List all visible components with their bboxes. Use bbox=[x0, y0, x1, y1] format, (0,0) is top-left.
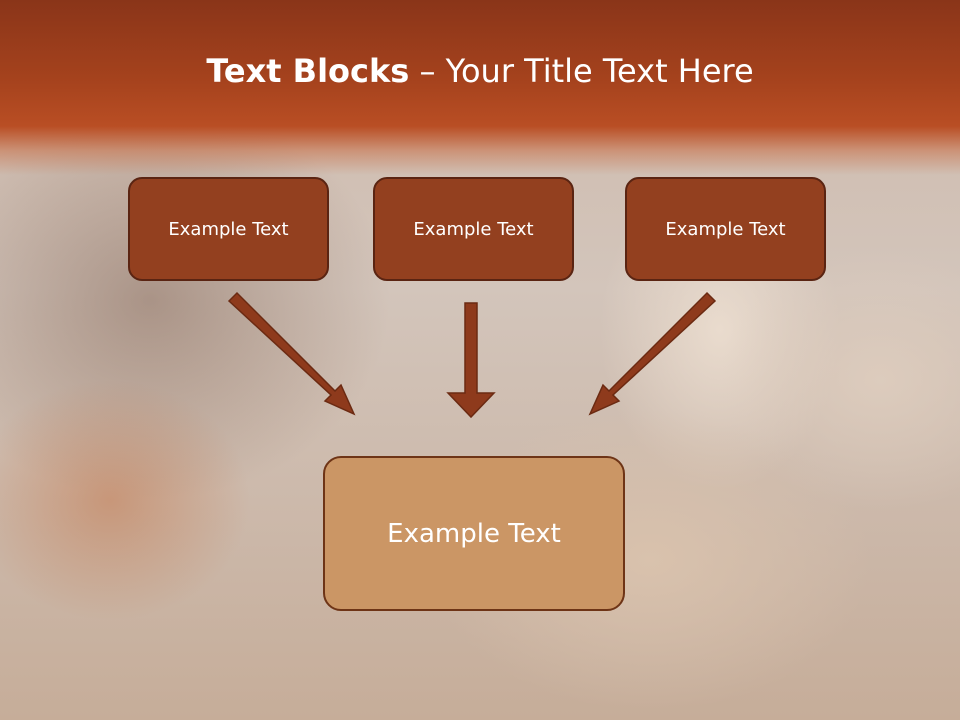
arrow-right-icon bbox=[588, 291, 717, 416]
text-block-main-label: Example Text bbox=[387, 518, 561, 549]
text-block-label: Example Text bbox=[168, 218, 289, 240]
text-block-center[interactable]: Example Text bbox=[373, 177, 574, 281]
slide-title[interactable]: Text Blocks – Your Title Text Here bbox=[0, 52, 960, 90]
text-block-main[interactable]: Example Text bbox=[323, 456, 625, 611]
text-block-left[interactable]: Example Text bbox=[128, 177, 329, 281]
text-block-label: Example Text bbox=[665, 218, 786, 240]
title-separator: – bbox=[409, 52, 446, 90]
title-bold-text: Text Blocks bbox=[206, 52, 410, 90]
arrow-down-icon bbox=[446, 302, 496, 419]
title-rest-text: Your Title Text Here bbox=[445, 52, 754, 90]
arrow-left-icon bbox=[227, 291, 356, 416]
text-block-right[interactable]: Example Text bbox=[625, 177, 826, 281]
text-block-label: Example Text bbox=[413, 218, 534, 240]
title-band bbox=[0, 0, 960, 175]
